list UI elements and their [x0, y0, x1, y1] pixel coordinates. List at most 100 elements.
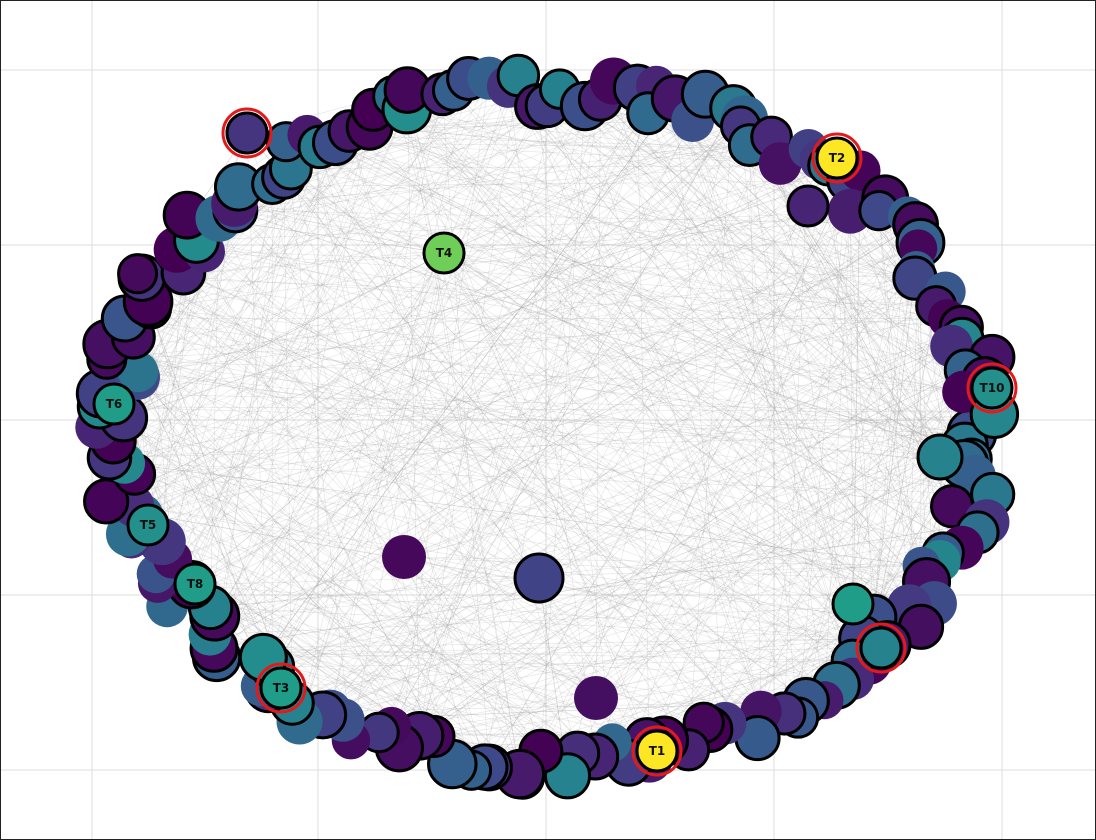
- edge: [600, 99, 993, 495]
- edge: [141, 215, 908, 279]
- edge: [143, 146, 321, 514]
- edge: [403, 556, 825, 701]
- edge: [443, 105, 548, 254]
- edge: [143, 165, 829, 514]
- edge: [391, 565, 922, 727]
- edge: [407, 89, 854, 679]
- edge: [147, 301, 944, 554]
- edge: [157, 252, 445, 584]
- node: [117, 351, 159, 393]
- edge: [342, 118, 745, 721]
- edge: [183, 272, 935, 604]
- edge: [166, 205, 809, 607]
- edge: [637, 87, 995, 415]
- edge: [329, 252, 445, 712]
- edge: [109, 413, 995, 459]
- edge: [123, 170, 861, 419]
- edge: [674, 98, 726, 724]
- edge: [285, 141, 352, 741]
- edge: [612, 170, 861, 743]
- edge: [283, 176, 935, 604]
- edge: [137, 205, 809, 378]
- edge: [372, 109, 927, 582]
- edge: [443, 252, 882, 649]
- edge: [124, 463, 854, 605]
- edge: [235, 210, 972, 460]
- edge: [749, 145, 762, 712]
- edge: [285, 141, 785, 714]
- edge: [688, 108, 734, 750]
- edge: [105, 126, 370, 502]
- edge: [106, 359, 453, 765]
- edge: [784, 291, 946, 714]
- edge: [109, 88, 560, 459]
- edge: [443, 252, 962, 548]
- node-label-text: T8: [187, 577, 204, 591]
- edge: [162, 224, 916, 542]
- edge: [290, 165, 829, 169]
- edge: [378, 94, 706, 733]
- edge: [307, 134, 922, 628]
- edge: [151, 308, 964, 393]
- edge: [595, 99, 601, 699]
- edge: [407, 90, 521, 775]
- labeled-node: [970, 366, 1014, 410]
- edge: [141, 277, 596, 757]
- edge: [216, 118, 745, 658]
- node-label-text: T5: [140, 518, 157, 532]
- edge: [349, 130, 944, 554]
- edge: [213, 118, 745, 649]
- edge: [134, 413, 995, 475]
- edge: [99, 406, 542, 752]
- highlight-ring: [255, 662, 307, 714]
- edge: [100, 393, 927, 582]
- edge: [307, 134, 540, 579]
- edge: [307, 134, 854, 679]
- edge: [124, 318, 578, 754]
- edge: [636, 87, 976, 476]
- edge: [209, 603, 935, 635]
- edge: [166, 242, 921, 607]
- edge: [567, 108, 734, 776]
- edge: [403, 252, 445, 558]
- edge: [151, 210, 851, 309]
- edge: [508, 86, 837, 686]
- edge: [433, 617, 874, 737]
- edge: [399, 78, 490, 748]
- edge: [537, 106, 922, 566]
- edge: [584, 105, 762, 712]
- edge: [322, 159, 821, 716]
- labeled-node: [92, 382, 136, 426]
- edge: [613, 80, 922, 627]
- labeled-node: [635, 729, 679, 773]
- edge: [307, 134, 965, 446]
- edge: [403, 198, 886, 558]
- edge: [133, 291, 946, 506]
- edge: [329, 136, 772, 712]
- edge: [349, 130, 935, 604]
- edge: [867, 248, 919, 662]
- edge: [646, 215, 908, 741]
- edge: [403, 556, 927, 582]
- edge: [209, 218, 220, 635]
- edge: [109, 210, 851, 459]
- edge: [234, 203, 762, 712]
- edge: [100, 165, 829, 394]
- edge: [674, 98, 854, 679]
- edge: [210, 532, 978, 608]
- edge: [419, 412, 996, 737]
- edge: [124, 180, 848, 464]
- edge: [141, 277, 964, 393]
- edge: [133, 248, 919, 506]
- edge: [547, 105, 762, 712]
- edge: [329, 603, 935, 712]
- edge: [749, 144, 972, 460]
- edge: [209, 345, 952, 635]
- edge: [393, 96, 578, 754]
- node-label-text: T10: [980, 381, 1005, 395]
- edge: [100, 393, 996, 413]
- edge: [407, 89, 976, 476]
- node: [513, 552, 565, 604]
- edge: [106, 501, 758, 739]
- edge: [172, 75, 519, 560]
